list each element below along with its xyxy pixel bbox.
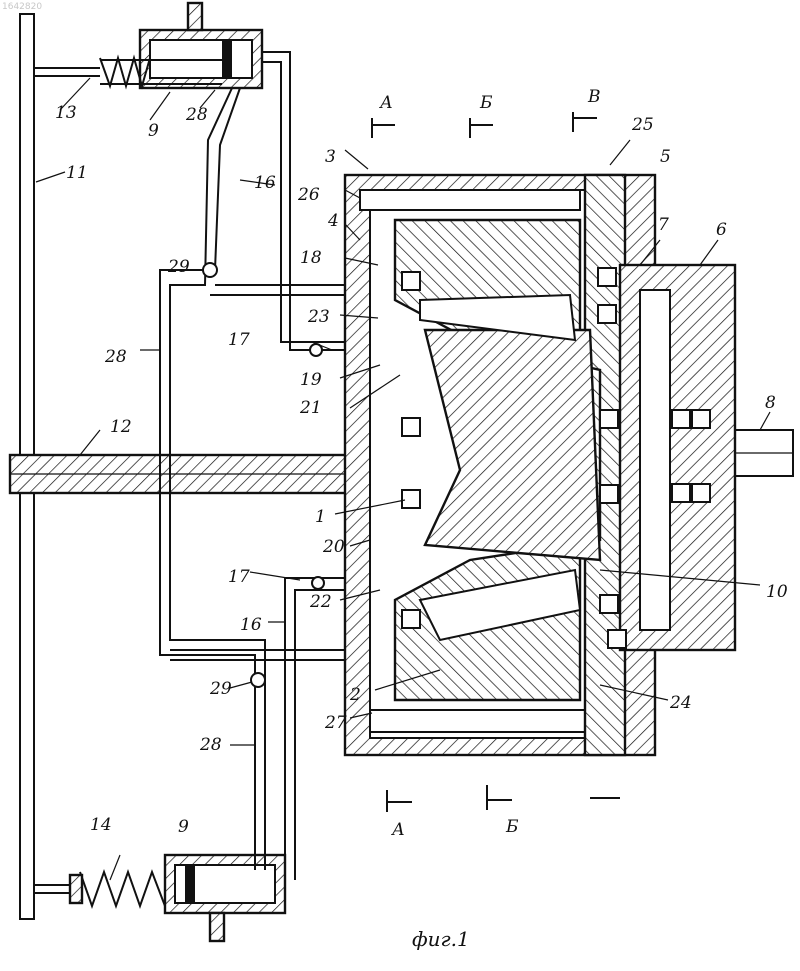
label-19: 19 [300,370,322,390]
label-27: 27 [324,713,347,733]
watermark: 1642820 [2,2,42,12]
section-marks-bottom [387,785,620,812]
figure-caption: фиг.1 [412,927,470,951]
label-18: 18 [300,248,322,268]
section-label-a-top: А [379,93,393,113]
label-29-top: 29 [167,257,190,277]
label-17-bottom: 17 [228,567,250,587]
label-16-top: 16 [254,173,276,193]
label-9-top: 9 [148,121,159,141]
bottom-cylinder-9 [70,855,285,941]
label-16-bottom: 16 [240,615,262,635]
label-21: 21 [299,398,322,418]
label-25: 25 [631,115,654,135]
label-1: 1 [315,507,326,527]
top-cylinder-9 [100,3,262,88]
label-26: 26 [297,185,320,205]
label-23: 23 [307,307,330,327]
label-13: 13 [55,103,77,123]
label-20: 20 [322,537,345,557]
label-8: 8 [765,393,776,413]
section-label-b-bottom: Б [505,817,519,837]
label-24: 24 [669,693,692,713]
label-22: 22 [309,592,332,612]
label-6: 6 [716,220,727,240]
label-7: 7 [658,215,669,235]
label-17-top: 17 [228,330,250,350]
label-28-b: 28 [104,347,127,367]
section-label-b-top: Б [479,93,493,113]
section-marks-top [372,112,597,138]
label-14: 14 [90,815,112,835]
label-28-a: 28 [185,105,208,125]
label-28-c: 28 [199,735,222,755]
label-2: 2 [349,685,361,705]
label-11: 11 [66,163,88,183]
label-12: 12 [110,417,132,437]
label-9-bottom: 9 [178,817,189,837]
label-4: 4 [327,211,339,231]
label-29-bottom: 29 [209,679,232,699]
label-5: 5 [660,147,671,167]
section-label-a-bottom: А [391,820,405,840]
section-label-v-top: В [587,87,601,107]
label-3: 3 [325,147,336,167]
label-10: 10 [766,582,788,602]
